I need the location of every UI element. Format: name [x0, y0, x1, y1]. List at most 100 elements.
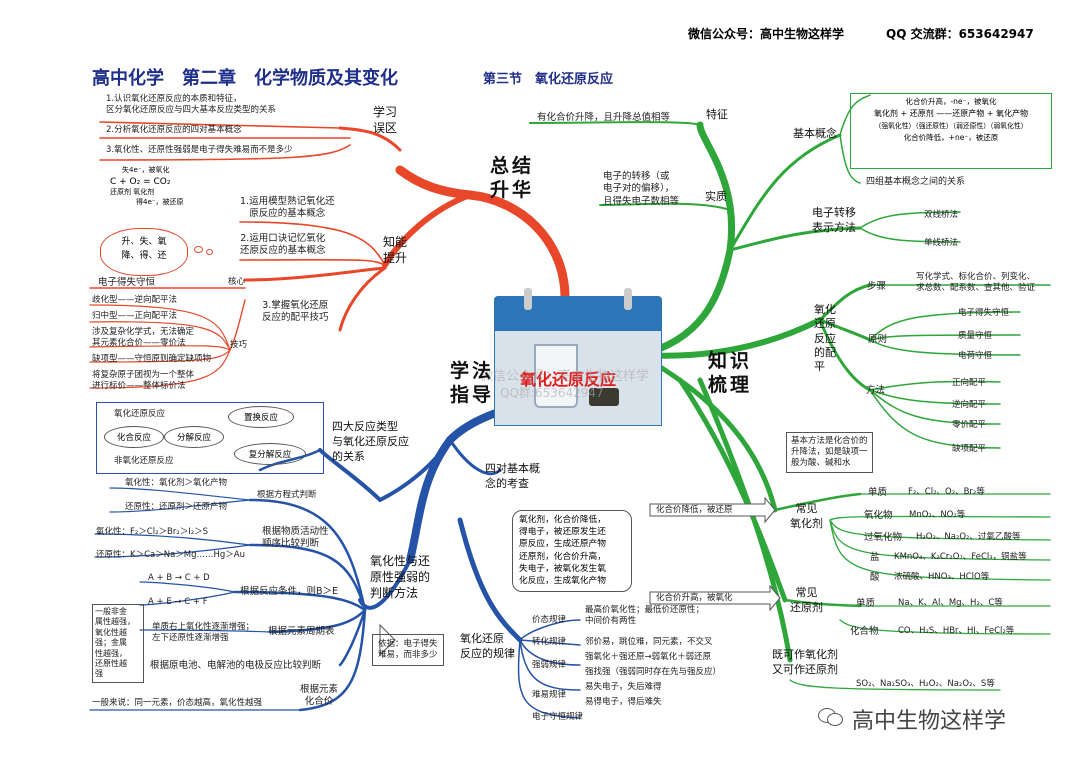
ability-item-3: 3.掌握氧化还原反应的配平技巧	[262, 300, 329, 324]
cloud-dot	[206, 249, 213, 255]
transfer-single: 单线桥法	[924, 238, 959, 248]
four-pairs-relation: 四组基本概念之间的关系	[866, 177, 966, 187]
steps-item: 写化学式、标化合价、列变化、求总数、配系数、查其他、验证	[916, 272, 1036, 294]
qq-group: QQ 交流群：653642947	[886, 27, 1034, 41]
center-label: 氧化还原反应	[520, 370, 617, 389]
strength-b4ab: 单质右上氧化性逐渐增强；左下还原性逐渐增强	[152, 622, 255, 644]
principle-1: 电子得失守恒	[958, 308, 1010, 318]
strength-b2b: 还原性：K＞Ca＞Na＞Mg……Hg＞Au	[96, 550, 246, 560]
wechat-account: 微信公众号：高中生物这样学	[688, 27, 845, 41]
reductant-arrow-label: 化合价升高，被氧化	[656, 593, 733, 603]
strength-b5: 根据原电池、电解池的电极反应比较判断	[150, 660, 322, 671]
rule-4: 难易规律	[532, 690, 567, 700]
strength-b1: 根据方程式判断	[257, 490, 317, 500]
watermark-1: 微信公众号：高中生物这样学	[480, 369, 650, 384]
four-types-label: 四大反应类型与氧化还原反应的关系	[332, 420, 409, 463]
rule-4-items: 易失电子，失后难得易得电子，得后难失	[585, 682, 662, 708]
strength-b1a: 氧化性：氧化剂＞氧化产物	[125, 478, 228, 488]
both-label: 既可作氧化剂又可作还原剂	[772, 648, 838, 676]
watermark-2: QQ群:653642947	[500, 386, 604, 400]
transfer-label: 电子转移表示方法	[812, 206, 856, 234]
basis-box: 依据：电子得失难易，而非多少	[372, 634, 444, 667]
strength-label: 氧化性与还原性强弱的判断方法	[370, 554, 431, 601]
strength-b1b: 还原性：还原剂＞还原产物	[125, 502, 228, 512]
ability-item-2: 2.运用口诀记忆氧化还原反应的基本概念	[240, 233, 326, 257]
essence-item: 电子的转移（或电子对的偏移），且得失电子数相等	[603, 171, 680, 207]
study-items: 1.认识氧化还原反应的本质和特征， 区分氧化还原反应与四大基本反应类型的关系 2…	[106, 94, 293, 156]
principle-label: 原则	[868, 334, 888, 345]
wechat-icon	[818, 706, 844, 726]
both-item: SO₂、Na₂SO₃、H₂O₂、Na₂O₂、S等	[856, 679, 995, 689]
rule-2-item: 邻价易，跳位难，同元素，不交叉	[585, 637, 713, 647]
skill-items: 歧化型——逆向配平法 归中型——正向配平法 涉及复杂化学式，无法确定 其元素化合…	[92, 295, 212, 392]
core-label: 核心	[228, 277, 246, 287]
redox-equation: 失4e⁻，被氧化 C + O₂ = CO₂ 还原剂 氧化剂 得4e⁻，被还原	[110, 166, 184, 207]
cloud-dot	[194, 246, 203, 253]
ability-label: 知能提升	[383, 235, 408, 266]
reductant-label: 常见还原剂	[790, 586, 823, 614]
method-zero: 零价配平	[952, 420, 987, 430]
method-forward: 正向配平	[952, 378, 987, 388]
feature-label: 特征	[706, 108, 728, 121]
feature-item: 有化合价升降，且升降总值相等	[537, 112, 671, 123]
concept-model: 化合价升高，-ne⁻，被氧化 氧化剂 + 还原剂 ——还原产物 + 氧化产物 （…	[850, 93, 1052, 169]
principle-2: 质量守恒	[958, 331, 993, 341]
ability-item-1: 1.运用模型熟记氧化还原反应的基本概念	[240, 196, 335, 220]
nonredox-label: 非氧化还原反应	[114, 456, 174, 466]
basic-method-note: 基本方法是化合价的升降法，如是缺项一般为酸、碱和水	[786, 432, 873, 474]
methods-label: 方法	[866, 385, 886, 396]
transfer-double: 双线桥法	[924, 210, 959, 220]
center-calendar: 氧化还原反应	[494, 288, 662, 426]
knowledge-title: 知识梳理	[708, 350, 753, 396]
strength-b2a: 氧化性：F₂＞Cl₂＞Br₂＞I₂＞S	[96, 527, 209, 537]
four-pairs-note: 氧化剂，化合价降低，得电子，被还原发生还原反应，生成还原产物 还原剂，化合价升高…	[512, 510, 632, 592]
study-label: 学习误区	[373, 105, 398, 136]
mnemonic-cloud: 升、失、氧降、得、还	[100, 228, 188, 276]
rule-1: 价态规律	[532, 615, 567, 625]
four-types-box	[96, 402, 324, 474]
four-pairs-label: 四对基本概念的考查	[485, 462, 540, 490]
skill-label: 技巧	[230, 340, 248, 350]
oxidant-row-5: 酸浓硫酸、HNO₃、HClO等	[870, 572, 990, 583]
strength-b6a: 一般来说：同一元素，价态越高，氧化性越强	[92, 698, 263, 708]
rule-1-items: 最高价氧化性；最低价还原性；中间价有两性	[585, 605, 705, 627]
strength-b2: 根据物质活动性顺序比较判断	[262, 526, 329, 550]
strength-b4: 根据元素周期表	[268, 626, 335, 637]
strength-b3: 根据反应条件，则B＞E	[240, 586, 339, 597]
method-title: 学法指导	[450, 360, 495, 406]
page-subtitle: 第三节 氧化还原反应	[483, 72, 614, 87]
method-missing: 缺项配平	[952, 444, 987, 454]
core-item: 电子得失守恒	[98, 277, 156, 288]
combination-oval: 化合反应	[104, 426, 164, 448]
rule-3-items: 强氧化＋强还原→弱氧化＋弱还原强找强（强弱同时存在先与强反应）	[585, 652, 722, 678]
strength-b3b: A + E → C + F	[148, 597, 208, 607]
redox-label: 氧化还原反应	[114, 409, 166, 419]
principle-3: 电荷守恒	[958, 351, 993, 361]
strength-side-box: 一般非金属性越强，氧化性越强；金属性越强，还原性越强	[92, 604, 144, 683]
double-decomp-oval: 复分解反应	[234, 443, 306, 465]
footer-brand: 高中生物这样学	[852, 709, 1007, 734]
rule-3: 强弱规律	[532, 660, 567, 670]
balance-label: 氧化还原反应的配平	[814, 303, 836, 374]
rules-label: 氧化还原反应的规律	[460, 632, 515, 660]
essence-label: 实质	[705, 190, 727, 203]
method-reverse: 逆向配平	[952, 400, 987, 410]
concept-label: 基本概念	[793, 127, 837, 140]
page-title: 高中化学 第二章 化学物质及其变化	[92, 68, 398, 89]
oxidant-arrow-label: 化合价降低，被还原	[656, 505, 733, 515]
decomposition-oval: 分解反应	[164, 426, 224, 448]
rule-5: 电子守恒规律	[532, 712, 584, 722]
rule-2: 转化规律	[532, 637, 567, 647]
steps-label: 步骤	[867, 281, 887, 292]
strength-b3a: A + B → C + D	[148, 573, 210, 583]
replacement-oval: 置换反应	[228, 406, 294, 428]
strength-b6: 根据元素化合价	[300, 684, 339, 708]
summary-title: 总结升华	[490, 155, 535, 201]
